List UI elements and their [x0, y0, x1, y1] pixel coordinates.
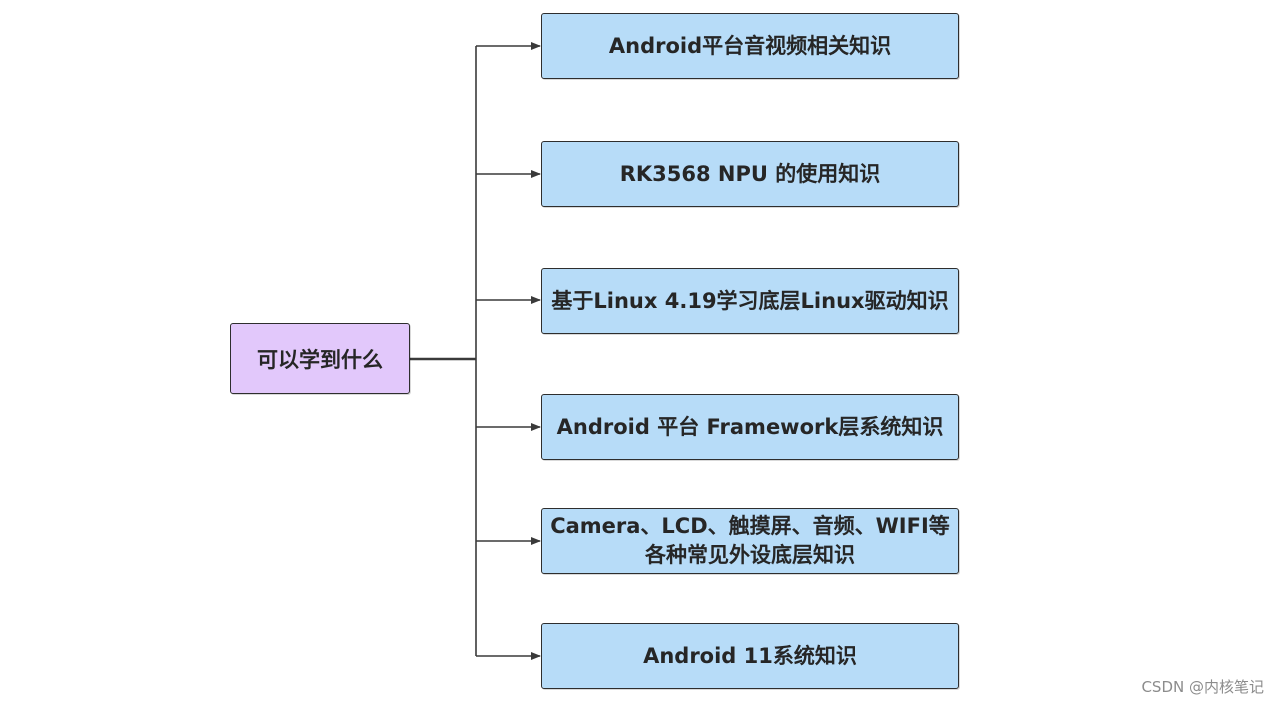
child-node-peripherals[interactable]: Camera、LCD、触摸屏、音频、WIFI等各种常见外设底层知识: [541, 508, 959, 574]
root-node-label: 可以学到什么: [257, 347, 383, 372]
child-node-label: Android 11系统知识: [643, 643, 857, 668]
child-node-linux-driver[interactable]: 基于Linux 4.19学习底层Linux驱动知识: [541, 268, 959, 334]
child-node-label: Android 平台 Framework层系统知识: [556, 414, 944, 439]
root-node[interactable]: 可以学到什么: [230, 323, 410, 394]
child-node-android-11[interactable]: Android 11系统知识: [541, 623, 959, 689]
child-node-label: 基于Linux 4.19学习底层Linux驱动知识: [551, 288, 949, 313]
child-node-label: Camera、LCD、触摸屏、音频、WIFI等各种常见外设底层知识: [550, 514, 950, 567]
child-node-android-av[interactable]: Android平台音视频相关知识: [541, 13, 959, 79]
child-node-android-framework[interactable]: Android 平台 Framework层系统知识: [541, 394, 959, 460]
watermark: CSDN @内核笔记: [1141, 678, 1264, 696]
child-node-label: RK3568 NPU 的使用知识: [619, 161, 881, 186]
child-node-rk3568-npu[interactable]: RK3568 NPU 的使用知识: [541, 141, 959, 207]
child-node-label: Android平台音视频相关知识: [608, 33, 892, 58]
